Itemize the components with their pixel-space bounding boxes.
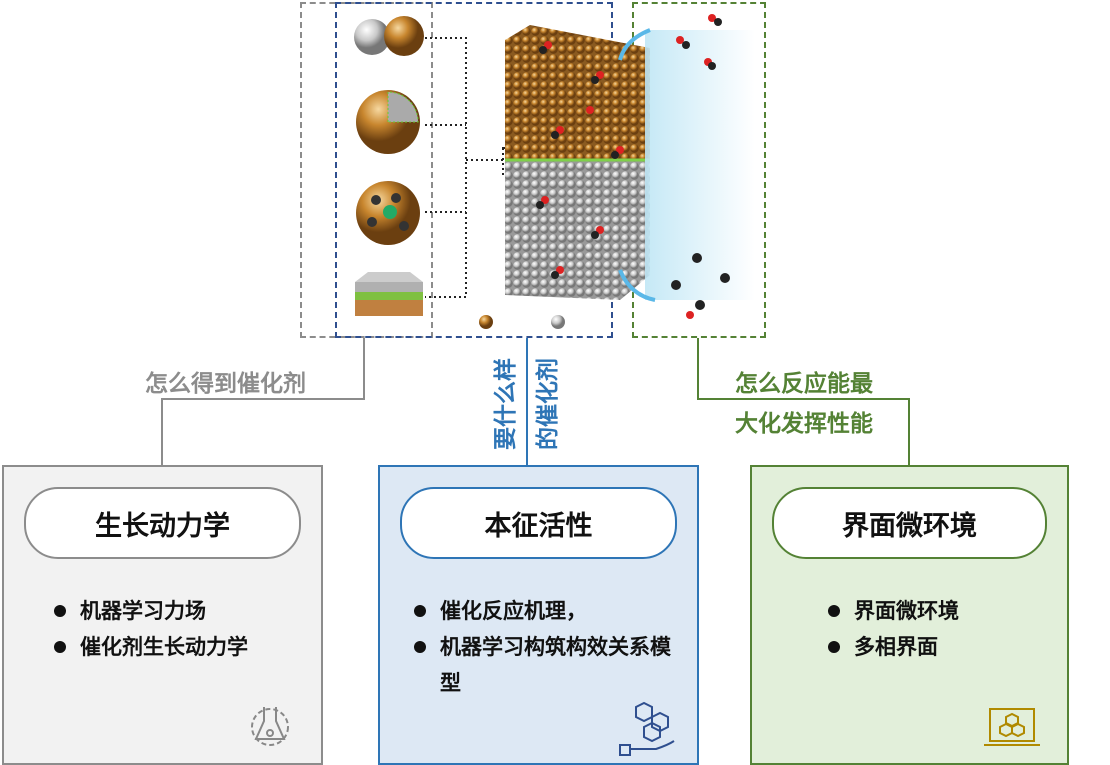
green-connector — [697, 338, 699, 400]
copper-atom-legend — [479, 315, 493, 329]
layered-film-icon — [355, 272, 423, 316]
intrinsic-activity-card: 本征活性 催化反应机理， 机器学习构筑构效关系模型 — [378, 465, 699, 765]
maximize-performance-label-2: 大化发挥性能 — [735, 411, 873, 437]
catalyst-illustration — [354, 14, 755, 329]
what-catalyst-label-2: 的催化剂 — [535, 358, 561, 450]
bullet-list: 催化反应机理， 机器学习构筑构效关系模型 — [414, 593, 684, 701]
what-catalyst-label-1: 要什么样 — [493, 358, 519, 450]
bullet-list: 界面微环境 多相界面 — [828, 593, 959, 665]
interface-microenvironment-card: 界面微环境 界面微环境 多相界面 — [750, 465, 1069, 765]
bullet-item: 催化反应机理， — [414, 593, 684, 629]
maximize-performance-label-1: 怎么反应能最 — [735, 371, 873, 397]
gray-connector-h — [161, 398, 365, 400]
green-connector-v — [908, 398, 910, 466]
green-connector-h — [697, 398, 910, 400]
bullet-item: 界面微环境 — [828, 593, 959, 629]
bullet-list: 机器学习力场 催化剂生长动力学 — [54, 593, 248, 665]
gray-connector — [363, 338, 365, 400]
card-title: 界面微环境 — [772, 487, 1047, 559]
bullet-item: 机器学习构筑构效关系模型 — [414, 629, 684, 701]
flask-gear-icon — [251, 707, 289, 746]
bullet-item: 机器学习力场 — [54, 593, 248, 629]
silver-atom-legend — [551, 315, 565, 329]
core-shell-particle-icon — [356, 90, 420, 154]
card-title: 生长动力学 — [24, 487, 301, 559]
laptop-hexagon-icon — [984, 708, 1040, 746]
molecule-hand-icon — [619, 701, 675, 756]
growth-kinetics-card: 生长动力学 机器学习力场 催化剂生长动力学 — [2, 465, 323, 765]
blue-connector — [526, 338, 528, 466]
adsorbate-molecules — [536, 14, 730, 319]
bullet-item: 多相界面 — [828, 629, 959, 665]
dimer-particle-icon — [354, 16, 424, 56]
how-to-get-catalyst-label: 怎么得到催化剂 — [145, 371, 306, 397]
catalyst-slab — [505, 25, 650, 300]
gray-connector-v — [161, 398, 163, 466]
bullet-item: 催化剂生长动力学 — [54, 629, 248, 665]
card-title: 本征活性 — [400, 487, 677, 559]
porous-particle-icon — [356, 181, 420, 245]
flow-arrows — [618, 28, 656, 302]
